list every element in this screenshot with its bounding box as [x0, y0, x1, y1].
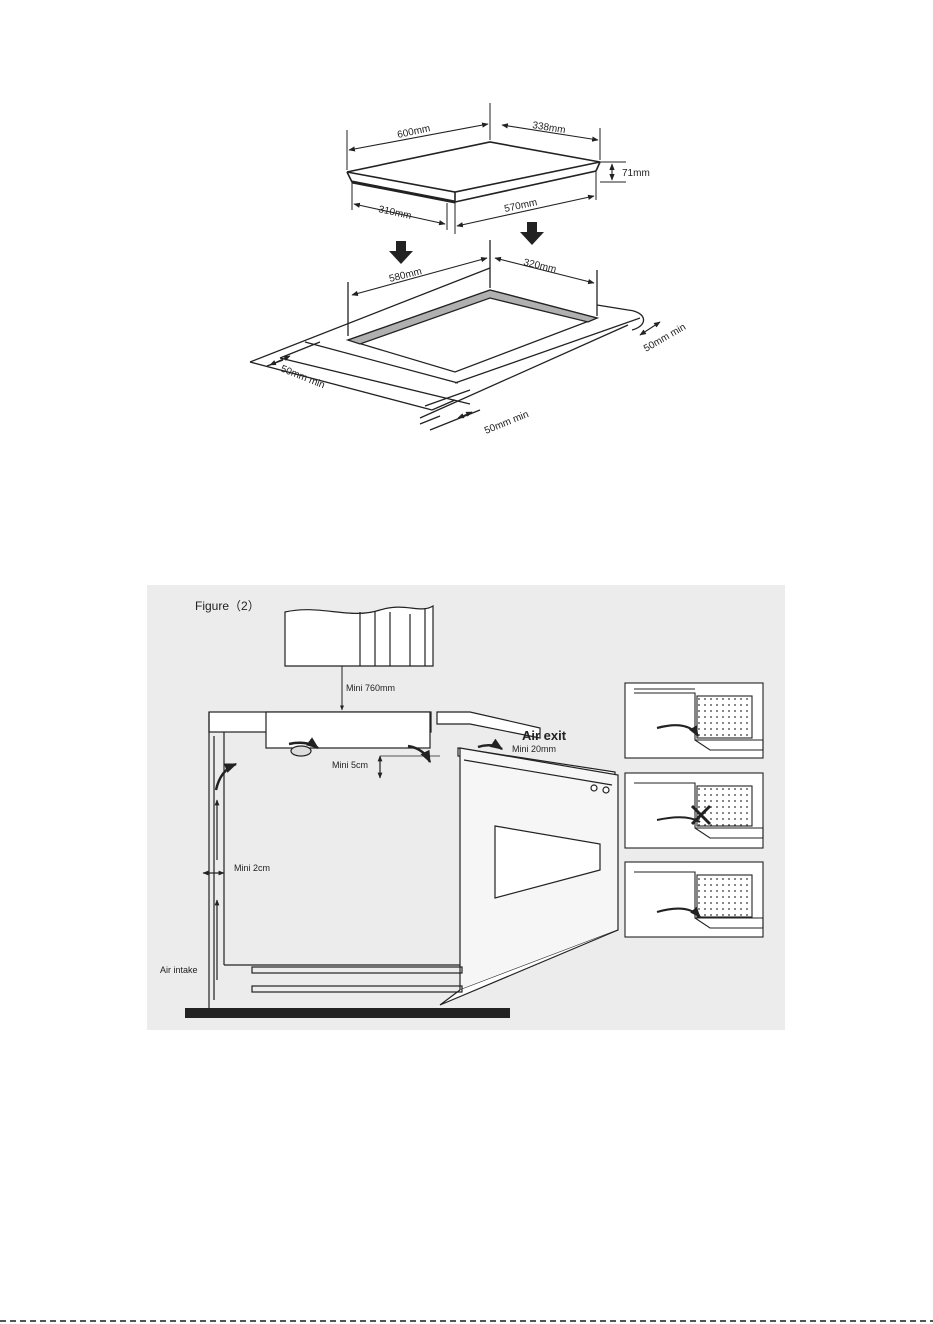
hob-top-plate — [347, 142, 600, 202]
oven — [440, 748, 618, 1005]
detail-correct-top — [625, 683, 763, 758]
label-cutout-length: 580mm — [388, 266, 423, 285]
label-air-intake: Air intake — [160, 965, 198, 975]
cross-icon — [692, 806, 710, 824]
upper-cabinet — [285, 606, 433, 666]
label-clearance-front: 50mm min — [483, 409, 530, 437]
label-cutout-width: 320mm — [522, 257, 557, 275]
floor — [185, 1008, 510, 1018]
detail-incorrect — [625, 773, 763, 848]
down-arrow-icon — [520, 222, 544, 245]
figure2-title: Figure（2） — [195, 599, 260, 613]
label-mini-5cm: Mini 5cm — [332, 760, 368, 770]
label-mini-20mm: Mini 20mm — [512, 744, 556, 754]
page-bottom-rule — [0, 1320, 933, 1322]
down-arrow-icon — [389, 241, 413, 264]
detail-correct-bottom — [625, 862, 763, 937]
label-top-width: 338mm — [532, 120, 567, 136]
label-bottom-width: 310mm — [377, 204, 412, 222]
figure2-panel — [147, 585, 785, 1030]
label-mini-760: Mini 760mm — [346, 683, 395, 693]
hob-dimension-diagram: 600mm 338mm 71mm 310mm 570mm — [0, 0, 933, 460]
label-air-exit: Air exit — [522, 728, 567, 743]
label-mini-2cm: Mini 2cm — [234, 863, 270, 873]
label-clearance-right: 50mm min — [642, 322, 688, 355]
worktop — [209, 712, 615, 778]
label-thickness: 71mm — [622, 168, 650, 179]
cabinet-walls — [209, 712, 462, 1010]
